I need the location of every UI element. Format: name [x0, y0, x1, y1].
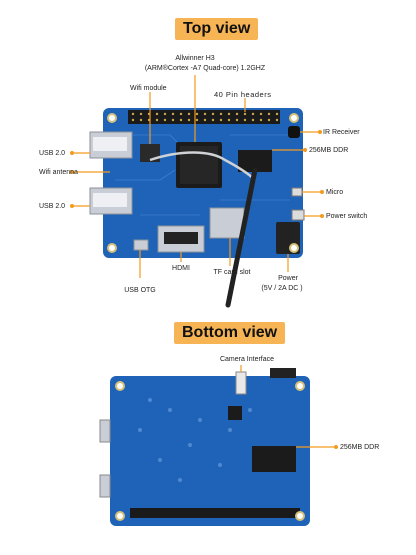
power-label-line1: Power — [278, 275, 298, 282]
usb-bottom-label: USB 2.0 — [39, 203, 66, 210]
ddr-label: 256MB DDR — [309, 147, 349, 154]
power-switch-component — [291, 209, 305, 221]
wifi-module-label: Wifi module — [130, 85, 167, 92]
antenna-cable — [149, 151, 256, 181]
tf-card-label: TF card slot — [213, 269, 251, 276]
bottom-ddr-chip — [252, 446, 296, 472]
bottom-ddr-label: 256MB DDR — [340, 444, 380, 451]
bottom-small-chip — [228, 406, 242, 420]
allwinner-label-line1: Allwinner H3 — [175, 55, 215, 62]
tf-card-slot — [209, 207, 245, 239]
bottom-board-pcb — [110, 376, 310, 526]
usb-otg-label: USB OTG — [124, 287, 156, 294]
pin-headers-label: 40 Pin headers — [214, 90, 272, 99]
micro-label: Micro — [326, 189, 344, 196]
ddr-chip — [238, 150, 272, 172]
top-pointer-lines — [72, 75, 322, 278]
power-label-line2: (5V / 2A DC ) — [261, 285, 303, 292]
bottom-pin-header — [130, 508, 300, 518]
allwinner-label-line2: (ARM®Cortex -A7 Quad-core) 1.2GHZ — [144, 65, 266, 72]
usb-otg-port — [133, 239, 149, 251]
wifi-antenna — [225, 167, 258, 308]
power-switch-label: Power switch — [326, 213, 368, 220]
top-view-heading: Top view — [175, 18, 259, 40]
camera-interface-label: Camera Interface — [219, 356, 275, 363]
hdmi-label: HDMI — [172, 265, 190, 272]
camera-connector — [235, 371, 247, 395]
bottom-view-heading: Bottom view — [174, 322, 286, 344]
wifi-antenna-label: Wifi antenna — [39, 169, 78, 176]
usb-top-label: USB 2.0 — [39, 150, 66, 157]
ir-receiver — [288, 126, 300, 138]
bottom-pointer-lines — [240, 365, 336, 448]
ir-receiver-label: IR Receiver — [323, 129, 360, 136]
